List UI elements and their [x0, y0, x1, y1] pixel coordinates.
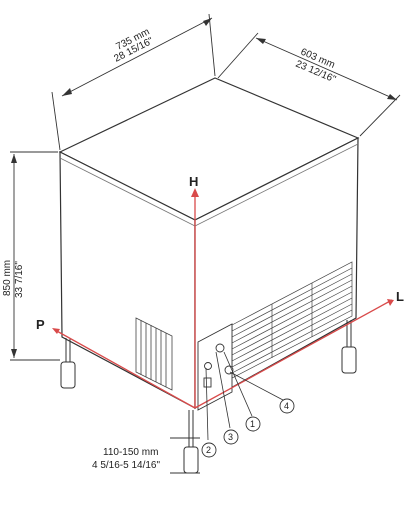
feet-imperial: 4 5/16-5 14/16"	[92, 460, 160, 471]
foot-left	[60, 338, 76, 389]
height-metric: 850 mm	[2, 260, 13, 296]
feet-metric: 110-150 mm	[103, 447, 158, 458]
cabinet	[58, 77, 360, 410]
callout-1-circle	[245, 416, 261, 432]
callout-circles	[201, 398, 295, 458]
callout-2: 2	[206, 445, 211, 455]
width-dim-line	[61, 17, 213, 97]
axis-l-arrow	[387, 299, 394, 306]
callout-1: 1	[250, 419, 255, 429]
dimension-lines	[10, 13, 401, 474]
foot-right	[341, 320, 357, 374]
axis-l-line	[194, 299, 393, 409]
axis-p-label: P	[36, 317, 45, 332]
callout-4-circle	[279, 398, 295, 414]
foot-front	[183, 410, 199, 474]
callout-leaders	[205, 351, 284, 441]
axis-p-arrow	[52, 328, 60, 334]
water-inlet-connector	[215, 343, 225, 353]
axis-h-arrow	[191, 188, 199, 197]
power-cable-gland	[204, 362, 212, 370]
depth-dim-line	[255, 37, 398, 101]
reference-axes	[52, 188, 394, 409]
callout-4: 4	[284, 401, 289, 411]
electrical-socket	[203, 377, 212, 388]
feet	[60, 320, 357, 474]
callout-2-circle	[201, 442, 217, 458]
height-imperial: 33 7/16"	[14, 261, 25, 298]
side-vent-grille	[135, 317, 173, 391]
axis-l-label: L	[396, 289, 404, 304]
axis-p-line	[54, 329, 196, 409]
front-louvre-grille	[231, 261, 353, 379]
axis-h-label: H	[189, 174, 198, 189]
callout-3-circle	[223, 429, 239, 445]
callout-3: 3	[228, 432, 233, 442]
